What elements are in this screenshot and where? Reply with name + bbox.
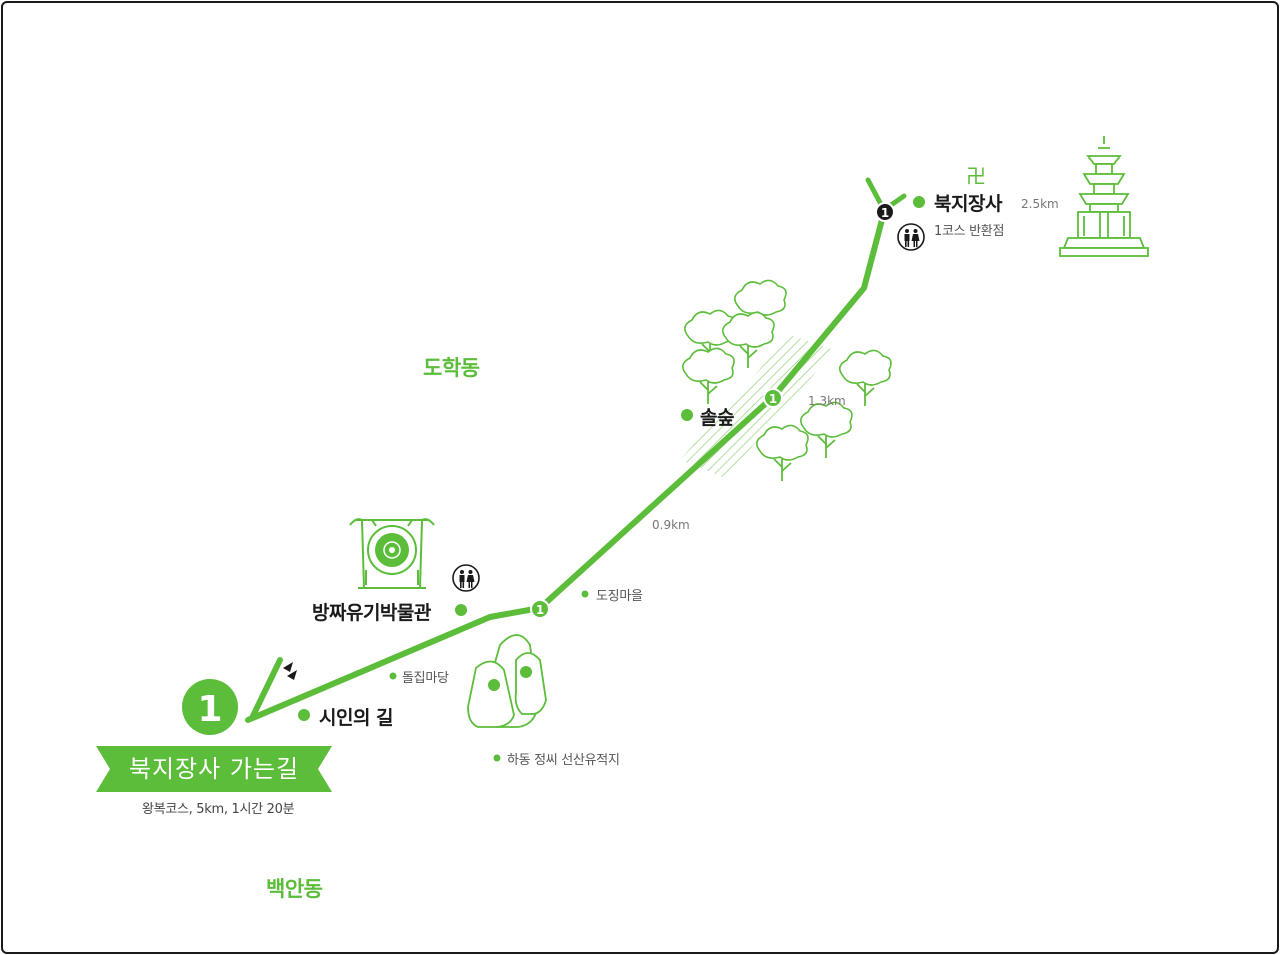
poi-dot-museum [455, 604, 467, 616]
poi-dot-dojing [581, 590, 589, 598]
poi-label-temple-note: 1코스 반환점 [934, 224, 1005, 239]
area-label-dohak: 도학동 [423, 356, 480, 380]
svg-text:1: 1 [197, 689, 222, 730]
start-arrow [249, 657, 283, 721]
area-label-baekan: 백안동 [266, 877, 323, 901]
start-flag-icon [283, 662, 297, 680]
segment-marker-2: 1 [763, 388, 783, 408]
poi-label-temple: 북지장사 [934, 193, 1002, 215]
poi-label-stone-yard: 돌집마당 [402, 671, 449, 686]
temple-symbol: 卍 [966, 164, 986, 188]
segment-marker-1: 1 [530, 599, 550, 619]
distance-label-2-5: 2.5km [1021, 197, 1059, 211]
poi-dot-temple [913, 196, 925, 208]
gong-icon [349, 518, 435, 589]
pagoda-icon [1059, 136, 1149, 257]
stone-figures-icon [467, 634, 547, 728]
poi-dot-hadong [493, 754, 501, 762]
segment-marker-end: 1 [875, 202, 895, 222]
restroom-icon [897, 223, 925, 251]
route-title-banner [96, 746, 332, 792]
poi-dot-stone-yard [389, 672, 397, 680]
poi-dot-poet-road [298, 709, 310, 721]
poi-label-museum: 방짜유기박물관 [312, 602, 431, 624]
poi-dot-pine-forest [681, 409, 693, 421]
distance-label-1-3: 1.3km [808, 394, 846, 408]
poi-label-dojing: 도징마을 [596, 589, 643, 604]
svg-text:1: 1 [769, 392, 777, 406]
poi-label-poet-road: 시인의 길 [319, 707, 394, 729]
svg-text:1: 1 [881, 206, 889, 220]
route-subtitle: 왕복코스, 5km, 1시간 20분 [142, 802, 295, 817]
route-line [245, 209, 887, 723]
course-number-badge: 1 [182, 679, 238, 735]
svg-text:1: 1 [536, 603, 544, 617]
distance-label-0-9: 0.9km [652, 518, 690, 532]
restroom-icon [452, 564, 480, 592]
route-title: 북지장사 가는길 [128, 755, 300, 783]
poi-label-pine-forest: 솔숲 [700, 407, 734, 429]
poi-label-hadong: 하동 정씨 선산유적지 [507, 753, 620, 768]
